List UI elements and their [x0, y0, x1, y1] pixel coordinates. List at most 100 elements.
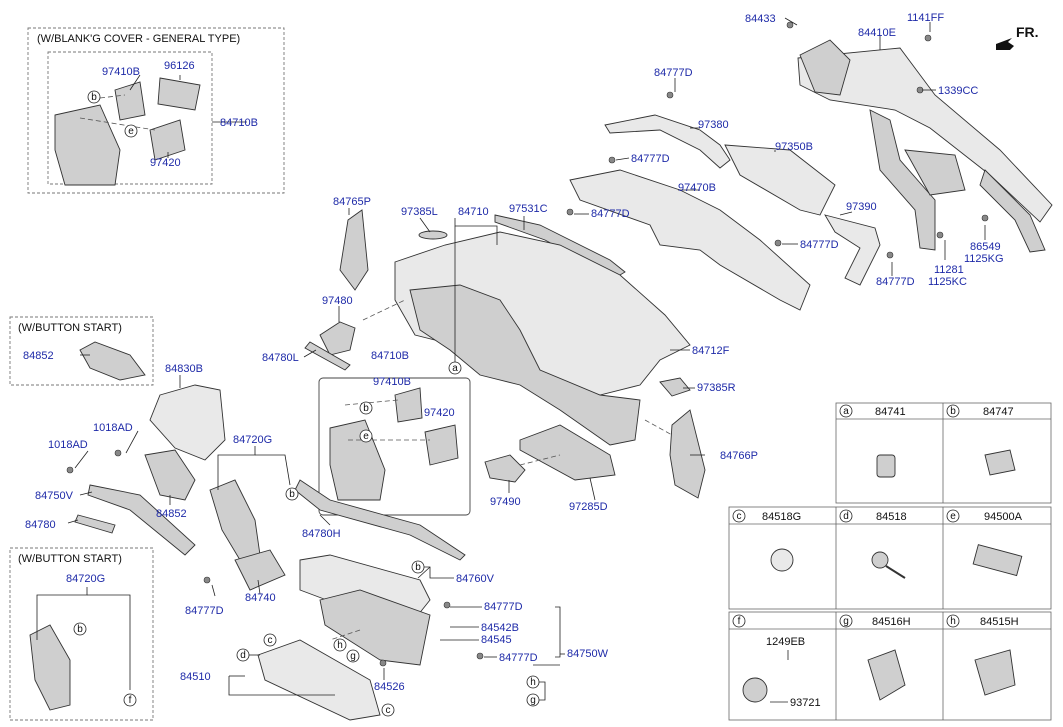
glove-box-84510	[257, 639, 381, 721]
duct-97350b	[724, 144, 836, 216]
legend-a-letter: a	[843, 406, 849, 417]
label-1141ff: 1141FF	[907, 12, 944, 24]
legend-clip-84741	[876, 454, 896, 478]
label-84542b: 84542B	[481, 622, 519, 634]
legend-switch-94500a	[972, 544, 1023, 577]
vent-97410b-blank	[114, 81, 146, 121]
label-97380: 97380	[698, 119, 729, 131]
fasteners	[66, 21, 989, 667]
label-97420-inset: 97420	[424, 407, 455, 419]
leader-lines	[36, 17, 986, 701]
legend-c-letter: c	[737, 511, 742, 522]
bracket-97285d	[519, 424, 616, 481]
label-84545: 84545	[481, 634, 512, 646]
cover-84852-top	[79, 341, 146, 381]
blank-cover-96126	[157, 77, 201, 111]
legend-part-93721	[742, 677, 768, 703]
legend-f-part: 93721	[790, 697, 821, 709]
label-84780: 84780	[25, 519, 56, 531]
blank-cover-callout-box	[27, 27, 285, 194]
label-86549: 86549	[970, 241, 1001, 253]
fascia-frame-84710b	[329, 419, 386, 501]
label-97410b-inset: 97410B	[373, 376, 411, 388]
vent-97490	[484, 454, 526, 483]
label-84765p: 84765P	[333, 196, 371, 208]
label-1125kc: 1125KC	[928, 276, 967, 288]
label-84777d-h: 84777D	[499, 652, 538, 664]
label-11281: 11281	[934, 264, 964, 276]
marker-b-center: b	[289, 489, 295, 500]
center-fascia-inset-box	[318, 377, 471, 516]
legend-clip-84747	[984, 449, 1016, 476]
legend-d-letter: d	[843, 511, 849, 522]
legend-headers: a 84741 b 84747 c 84518G d 84518 e 94500…	[732, 404, 1023, 709]
glove-box-housing-84750w	[319, 589, 431, 666]
cover-84830b	[149, 384, 226, 461]
part-number-labels: 84433 84410E 1141FF 1339CC 84777D 97380 …	[23, 12, 1004, 693]
label-97410b-blank: 97410B	[102, 66, 140, 78]
legend-f-letter: f	[738, 616, 741, 627]
label-1125kg: 1125KG	[964, 253, 1004, 265]
marker-c-glove-top: c	[268, 635, 273, 646]
cowl-cross-bar-assembly	[797, 39, 1053, 253]
garnish-84780	[74, 514, 116, 534]
label-84777d-b: 84777D	[631, 153, 670, 165]
label-97470b: 97470B	[678, 182, 716, 194]
legend-bracket-84516h	[867, 649, 906, 701]
label-96126: 96126	[164, 60, 195, 72]
legend-c-part: 84518G	[762, 511, 801, 523]
label-84777d-f: 84777D	[185, 605, 224, 617]
legend-fastener-84518g	[770, 548, 794, 572]
label-1018ad-a: 1018AD	[93, 422, 133, 434]
legend-g-part: 84516H	[872, 616, 911, 628]
label-97385l: 97385L	[401, 206, 438, 218]
label-84750w: 84750W	[567, 648, 609, 660]
legend-h-letter: h	[950, 616, 956, 627]
button-start-bottom-box	[9, 547, 154, 721]
label-84777d-e: 84777D	[876, 276, 915, 288]
label-1018ad-b: 1018AD	[48, 439, 88, 451]
label-84780l: 84780L	[262, 352, 299, 364]
garnish-84780l	[304, 341, 351, 371]
dashed-assembly-lines	[79, 94, 673, 641]
legend-part-illustrations	[742, 449, 1023, 703]
button-start-bottom-title: (W/BUTTON START)	[18, 553, 122, 565]
label-84830b: 84830B	[165, 363, 203, 375]
label-97490: 97490	[490, 496, 521, 508]
blank-cover-callout-title: (W/BLANK'G COVER - GENERAL TYPE)	[37, 33, 240, 45]
cover-84852-mid	[144, 449, 196, 501]
marker-c-glove-bottom: c	[386, 705, 391, 716]
marker-b-inset: b	[363, 403, 369, 414]
legend-f-bolt: 1249EB	[766, 636, 805, 648]
front-direction-arrow-icon	[996, 38, 1014, 50]
legend-h-part: 84515H	[980, 616, 1019, 628]
legend-g-letter: g	[843, 616, 849, 627]
label-84433: 84433	[745, 13, 776, 25]
label-97420-blank: 97420	[150, 157, 181, 169]
label-97350b: 97350B	[775, 141, 813, 153]
vent-97420-inset	[424, 424, 459, 466]
label-97385r: 97385R	[697, 382, 736, 394]
legend-e-part: 94500A	[984, 511, 1023, 523]
fascia-frame-blank	[54, 104, 121, 186]
button-start-top-title: (W/BUTTON START)	[18, 322, 122, 334]
legend-bracket-84515h	[974, 649, 1016, 696]
label-84760v: 84760V	[456, 573, 495, 585]
blank-cover-inner-box	[47, 51, 213, 185]
garnish-84750v	[87, 484, 196, 556]
marker-b-glove: b	[415, 562, 421, 573]
label-84510: 84510	[180, 671, 211, 683]
label-84410e: 84410E	[858, 27, 896, 39]
vent-97480	[319, 321, 356, 356]
label-84710: 84710	[458, 206, 489, 218]
bracket-84740	[234, 549, 286, 591]
label-84712f: 84712F	[692, 345, 730, 357]
marker-h-glove: h	[337, 640, 343, 651]
label-84852-mid: 84852	[156, 508, 187, 520]
marker-f-button-start: f	[129, 695, 132, 706]
label-84740: 84740	[245, 592, 276, 604]
legend-bumper-84518-stem	[885, 565, 906, 579]
label-84852-top: 84852	[23, 350, 54, 362]
marker-b-button-start: b	[77, 624, 83, 635]
vent-97420-blank	[149, 119, 186, 161]
